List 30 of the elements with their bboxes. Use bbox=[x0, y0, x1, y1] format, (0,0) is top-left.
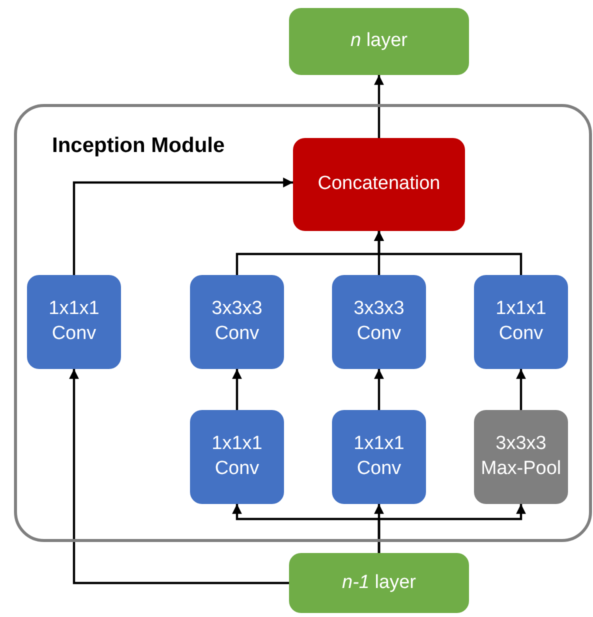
arrow bbox=[374, 75, 384, 138]
conv-box bbox=[27, 275, 121, 369]
arrow bbox=[69, 369, 289, 584]
concatenation-box bbox=[293, 138, 465, 231]
arrow bbox=[232, 369, 242, 410]
conv-box bbox=[332, 275, 426, 369]
node-label: n-1 layer bbox=[341, 570, 417, 595]
module-title: Inception Module bbox=[51, 133, 226, 159]
conv-box bbox=[474, 275, 568, 369]
node-label: 1x1x1 Conv bbox=[210, 432, 264, 481]
node-label: 1x1x1 Conv bbox=[494, 297, 548, 346]
node-label: 1x1x1 Conv bbox=[352, 432, 406, 481]
node-label: 3x3x3 Max-Pool bbox=[480, 432, 562, 481]
pool-box bbox=[474, 410, 568, 504]
node-label: 3x3x3 Conv bbox=[352, 297, 406, 346]
arrow bbox=[516, 369, 526, 410]
arrow bbox=[374, 369, 384, 410]
conv-box bbox=[332, 410, 426, 504]
layer-box bbox=[289, 8, 469, 75]
node-label: n layer bbox=[349, 29, 409, 54]
layer-box bbox=[289, 553, 469, 613]
arrow bbox=[72, 178, 293, 275]
module-frame bbox=[14, 104, 592, 542]
arrow bbox=[378, 504, 526, 553]
arrow bbox=[374, 231, 522, 275]
node-label: 1x1x1 Conv bbox=[48, 297, 100, 346]
conv-box bbox=[190, 410, 284, 504]
node-label: 3x3x3 Conv bbox=[210, 297, 264, 346]
conv-box bbox=[190, 275, 284, 369]
node-label: Concatenation bbox=[316, 172, 442, 196]
